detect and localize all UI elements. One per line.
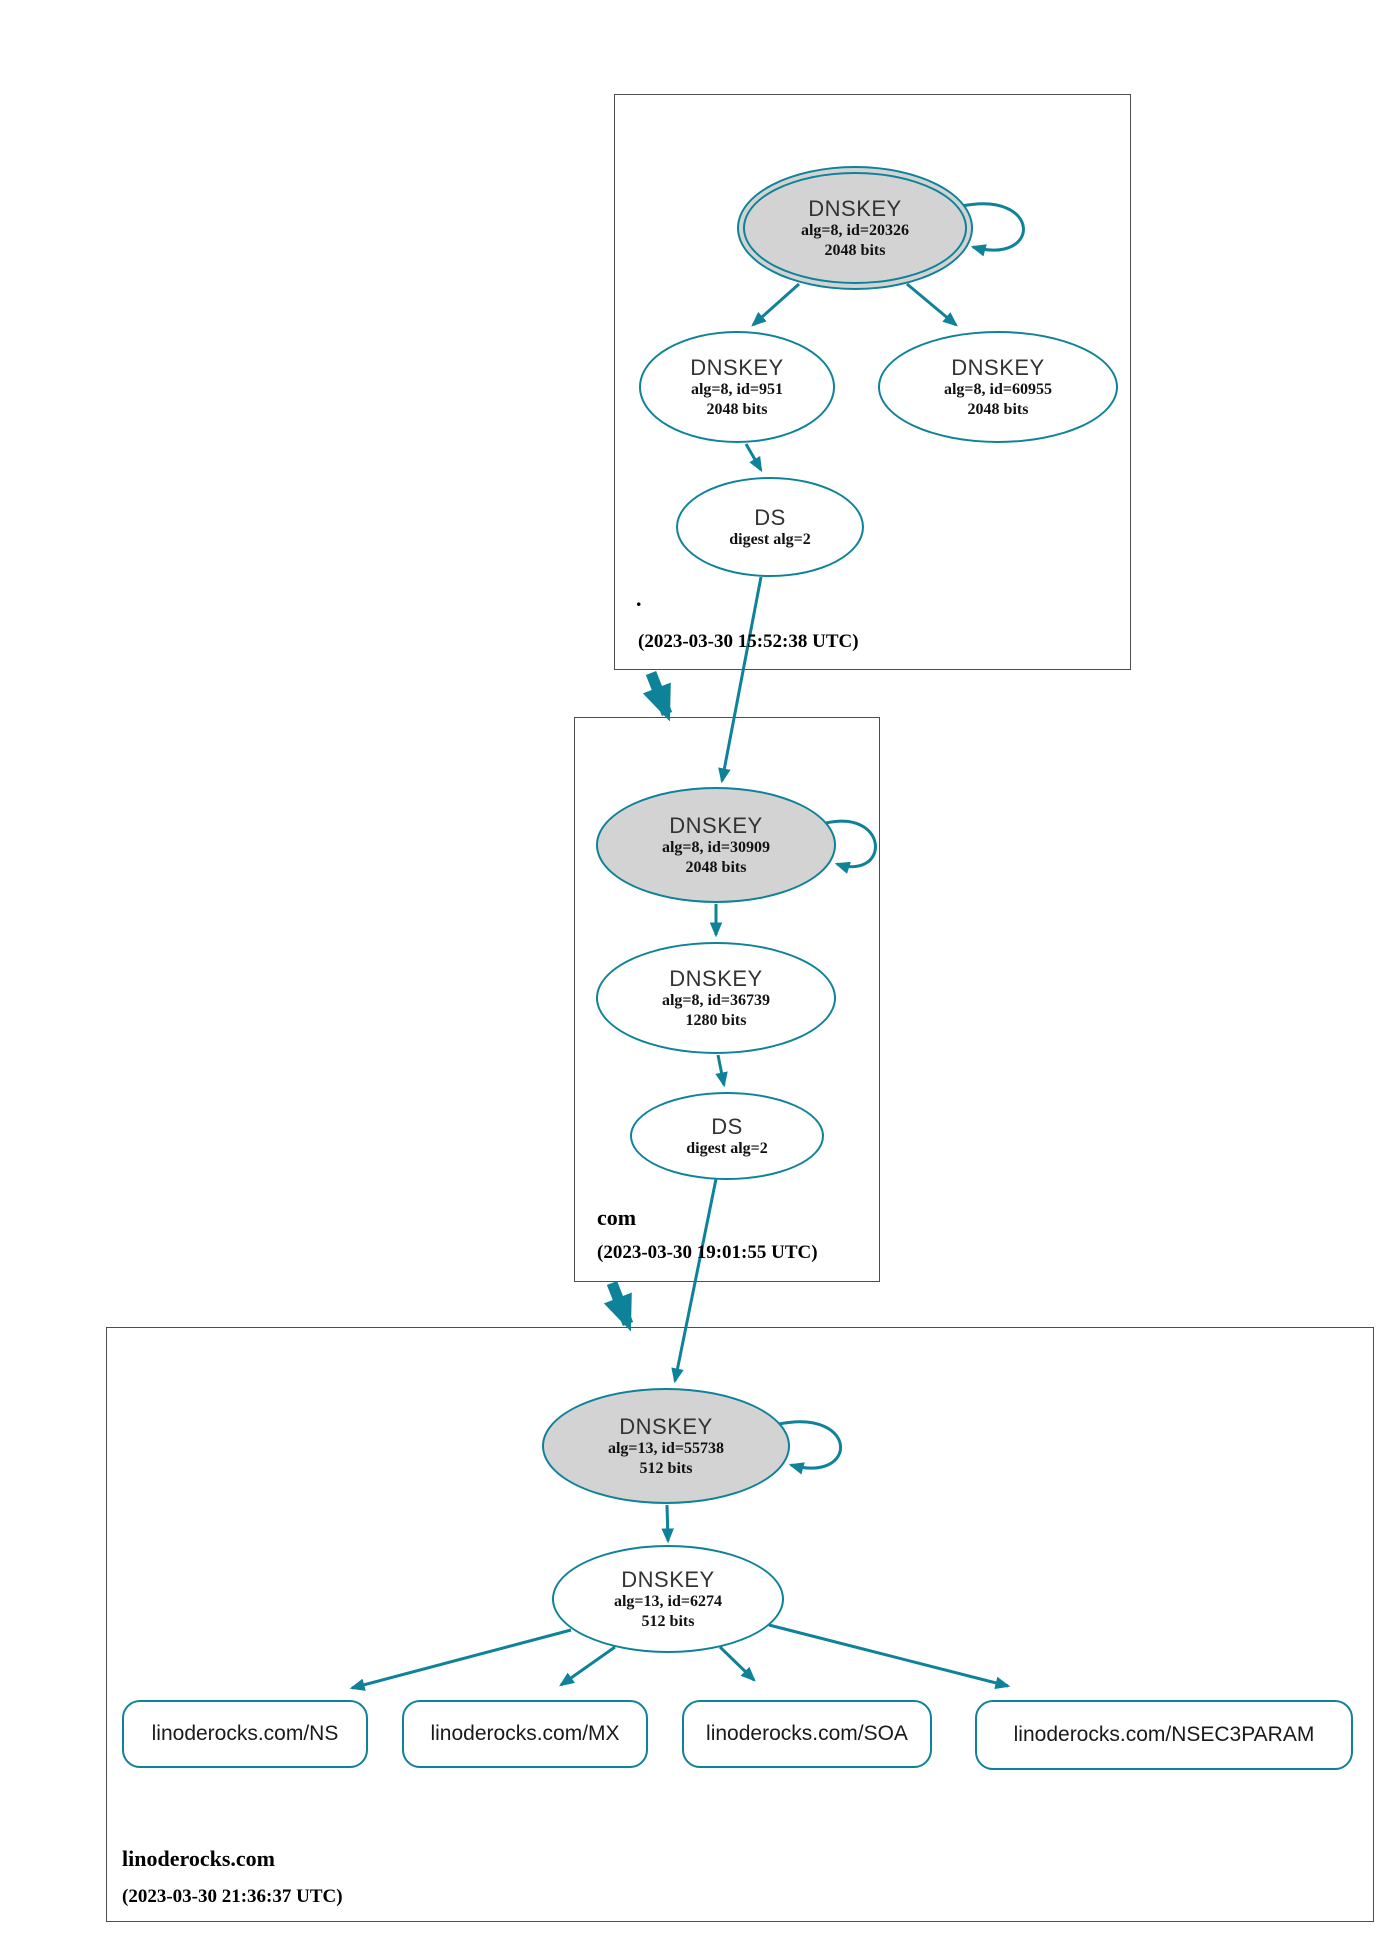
rrset-label: linoderocks.com/NS: [151, 1722, 339, 1745]
zone-timestamp-linoderocks-com: (2023-03-30 21:36:37 UTC): [122, 1886, 343, 1907]
edge-root-ksk-self-sign: [961, 202, 1025, 257]
edge-com-zone-to-lino-zone: [603, 1281, 634, 1332]
node-bits: 512 bits: [641, 1612, 695, 1630]
node-alg-id: alg=13, id=55738: [607, 1439, 725, 1457]
node-bits: 2048 bits: [685, 858, 747, 876]
node-bits: 1280 bits: [685, 1011, 747, 1029]
zone-box-root: [614, 94, 1131, 670]
node-title: DNSKEY: [619, 1413, 713, 1439]
node-alg-id: alg=13, id=6274: [613, 1592, 723, 1610]
dnskey-node-com-ksk-30909: DNSKEY alg=8, id=30909 2048 bits: [596, 787, 836, 903]
zone-name-root: .: [636, 586, 642, 611]
zone-timestamp-com: (2023-03-30 19:01:55 UTC): [597, 1242, 818, 1263]
node-title: DNSKEY: [669, 812, 763, 838]
zone-timestamp-root: (2023-03-30 15:52:38 UTC): [638, 631, 859, 652]
edge-root-ksk-to-zsk951: [751, 282, 800, 327]
dnskey-node-lino-zsk-6274: DNSKEY alg=13, id=6274 512 bits: [552, 1545, 784, 1653]
node-title: DNSKEY: [669, 965, 763, 991]
edge-lino-zsk-to-nsec3param: [768, 1623, 1011, 1689]
edge-com-zsk-to-ds: [715, 1054, 728, 1088]
edge-lino-zsk-to-soa: [718, 1645, 756, 1682]
rrset-label: linoderocks.com/SOA: [706, 1722, 908, 1745]
node-bits: 2048 bits: [706, 400, 768, 418]
zone-name-com: com: [597, 1205, 637, 1230]
node-title: DS: [711, 1113, 743, 1139]
node-title: DS: [754, 504, 786, 530]
node-alg-id: alg=8, id=951: [690, 380, 784, 398]
ds-node-com: DS digest alg=2: [630, 1092, 824, 1180]
edge-com-ds-to-lino-ksk: [671, 1178, 718, 1384]
edge-root-ds-to-com-ksk: [718, 576, 763, 784]
edge-lino-zsk-to-ns: [349, 1628, 572, 1691]
rrset-node-mx: linoderocks.com/MX: [402, 1700, 648, 1768]
dnskey-node-root-zsk-60955: DNSKEY alg=8, id=60955 2048 bits: [878, 331, 1118, 443]
dnskey-node-com-zsk-36739: DNSKEY alg=8, id=36739 1280 bits: [596, 942, 836, 1054]
node-bits: 2048 bits: [824, 241, 886, 259]
node-bits: 512 bits: [639, 1459, 693, 1477]
rrset-node-soa: linoderocks.com/SOA: [682, 1700, 932, 1768]
edge-root-zone-to-com-zone: [642, 671, 673, 722]
node-alg-id: alg=8, id=30909: [661, 838, 771, 856]
node-title: DNSKEY: [621, 1566, 715, 1592]
node-alg-id: alg=8, id=36739: [661, 991, 771, 1009]
ds-node-root: DS digest alg=2: [676, 477, 864, 577]
rrset-node-nsec3param: linoderocks.com/NSEC3PARAM: [975, 1700, 1353, 1770]
rrset-node-ns: linoderocks.com/NS: [122, 1700, 368, 1768]
node-digest: digest alg=2: [729, 530, 811, 548]
node-title: DNSKEY: [690, 354, 784, 380]
edge-lino-zsk-to-mx: [559, 1645, 616, 1687]
edge-lino-ksk-to-zsk: [661, 1504, 674, 1544]
rrset-label: linoderocks.com/MX: [430, 1722, 620, 1745]
dnskey-node-root-ksk-20326: DNSKEY alg=8, id=20326 2048 bits: [737, 166, 973, 290]
zone-box-linoderocks-com: [106, 1327, 1374, 1922]
edge-lino-ksk-self-sign: [778, 1420, 842, 1475]
node-bits: 2048 bits: [967, 400, 1029, 418]
rrset-label: linoderocks.com/NSEC3PARAM: [1013, 1723, 1315, 1746]
node-digest: digest alg=2: [686, 1139, 768, 1157]
zone-name-linoderocks-com: linoderocks.com: [122, 1846, 275, 1871]
node-alg-id: alg=8, id=20326: [800, 221, 910, 239]
zone-box-com: [574, 717, 880, 1282]
dnskey-node-lino-ksk-55738: DNSKEY alg=13, id=55738 512 bits: [542, 1388, 790, 1504]
dnskey-node-root-zsk-951: DNSKEY alg=8, id=951 2048 bits: [639, 331, 835, 443]
node-alg-id: alg=8, id=60955: [943, 380, 1053, 398]
node-title: DNSKEY: [808, 195, 902, 221]
edge-com-ksk-self-sign: [825, 819, 877, 874]
edge-root-ksk-to-zsk60955: [906, 282, 958, 327]
edge-root-zsk951-to-ds: [744, 443, 763, 473]
node-title: DNSKEY: [951, 354, 1045, 380]
